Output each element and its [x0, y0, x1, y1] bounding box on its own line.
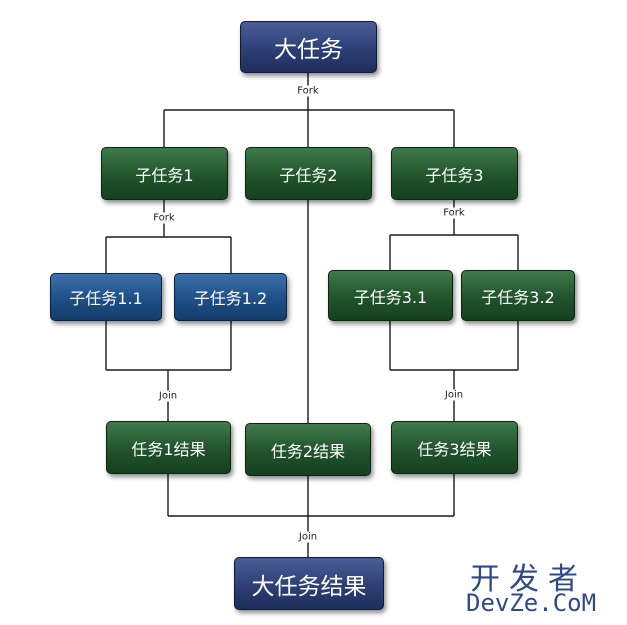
- join-label: Join: [443, 389, 465, 401]
- subtask-1-2-node: 子任务1.2: [174, 273, 287, 321]
- join-label: Join: [157, 390, 179, 402]
- fork-label: Fork: [296, 85, 320, 97]
- big-task-result-node: 大任务结果: [234, 557, 384, 610]
- subtask-2-node: 子任务2: [245, 147, 372, 200]
- fork-label: Fork: [442, 207, 466, 219]
- subtask-1-node: 子任务1: [101, 147, 228, 200]
- task-3-result-node: 任务3结果: [391, 421, 518, 474]
- fork-label: Fork: [152, 212, 176, 224]
- task-1-result-node: 任务1结果: [106, 421, 231, 474]
- subtask-1-1-node: 子任务1.1: [50, 273, 162, 321]
- join-label: Join: [297, 531, 319, 543]
- subtask-3-node: 子任务3: [391, 147, 518, 200]
- subtask-3-2-node: 子任务3.2: [461, 270, 575, 321]
- watermark-chinese: 开发者: [470, 562, 587, 597]
- watermark-english: DevZe.CoM: [466, 589, 597, 617]
- subtask-3-1-node: 子任务3.1: [328, 270, 453, 321]
- task-2-result-node: 任务2结果: [245, 423, 371, 476]
- big-task-node: 大任务: [240, 21, 377, 73]
